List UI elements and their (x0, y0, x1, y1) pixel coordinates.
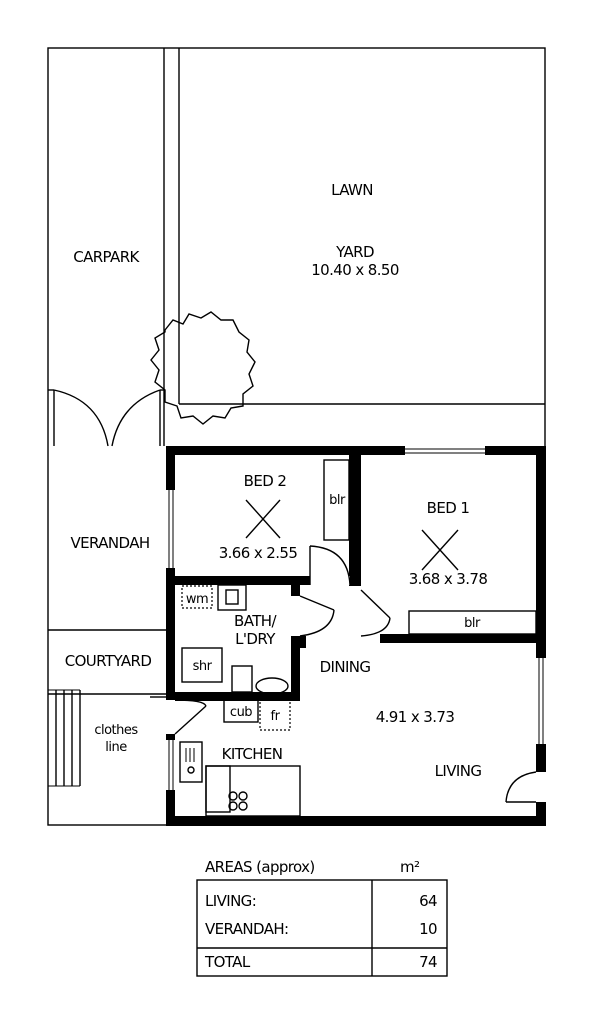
verandah-label: VERANDAH (70, 534, 149, 552)
site-boundary (47, 47, 546, 826)
clothes-line-label-2: line (105, 740, 127, 755)
living-label: LIVING (435, 762, 482, 780)
bed1-label: BED 1 (427, 499, 470, 517)
bath-label: BATH/ (234, 612, 277, 630)
areas-verandah-label: VERANDAH: (205, 920, 289, 938)
areas-total-value: 74 (419, 953, 437, 971)
kitchen-label: KITCHEN (222, 745, 283, 763)
fridge-label: fr (271, 709, 281, 724)
areas-title: AREAS (approx) (205, 858, 315, 876)
areas-living-label: LIVING: (205, 892, 256, 910)
laundry-label: L'DRY (235, 630, 276, 648)
clothes-line-label: clothes (94, 723, 138, 738)
clothes-line-icon (47, 689, 81, 787)
built-ins (179, 459, 537, 817)
dining-label: DINING (320, 658, 371, 676)
carpark-gate (48, 389, 164, 447)
tree-icon (150, 311, 256, 425)
areas-verandah-value: 10 (419, 920, 437, 938)
bed2-blr-label: blr (329, 493, 346, 508)
lawn-label: LAWN (331, 181, 373, 199)
areas-table: AREAS (approx) m² LIVING: 64 VERANDAH: 1… (196, 858, 448, 977)
areas-total-label: TOTAL (204, 953, 251, 971)
windows (166, 446, 546, 790)
areas-living-value: 64 (419, 892, 437, 910)
cupboard-label: cub (230, 705, 252, 720)
yard-label: YARD (335, 243, 374, 261)
shower-label: shr (193, 659, 213, 674)
bed1-blr-label: blr (464, 616, 481, 631)
carpark-label: CARPARK (73, 248, 140, 266)
bed1-dimensions: 3.68 x 3.78 (409, 570, 488, 588)
areas-unit: m² (400, 858, 420, 876)
house-walls (166, 446, 546, 826)
yard-dimensions: 10.40 x 8.50 (311, 261, 399, 279)
courtyard-label: COURTYARD (65, 652, 152, 670)
bed2-dimensions: 3.66 x 2.55 (219, 544, 298, 562)
living-dimensions: 4.91 x 3.73 (376, 708, 455, 726)
doors (166, 545, 546, 803)
washing-machine-label: wm (186, 592, 208, 607)
ceiling-fan-icon (421, 529, 459, 571)
ceiling-fan-icon (245, 499, 281, 539)
bed2-label: BED 2 (244, 472, 287, 490)
